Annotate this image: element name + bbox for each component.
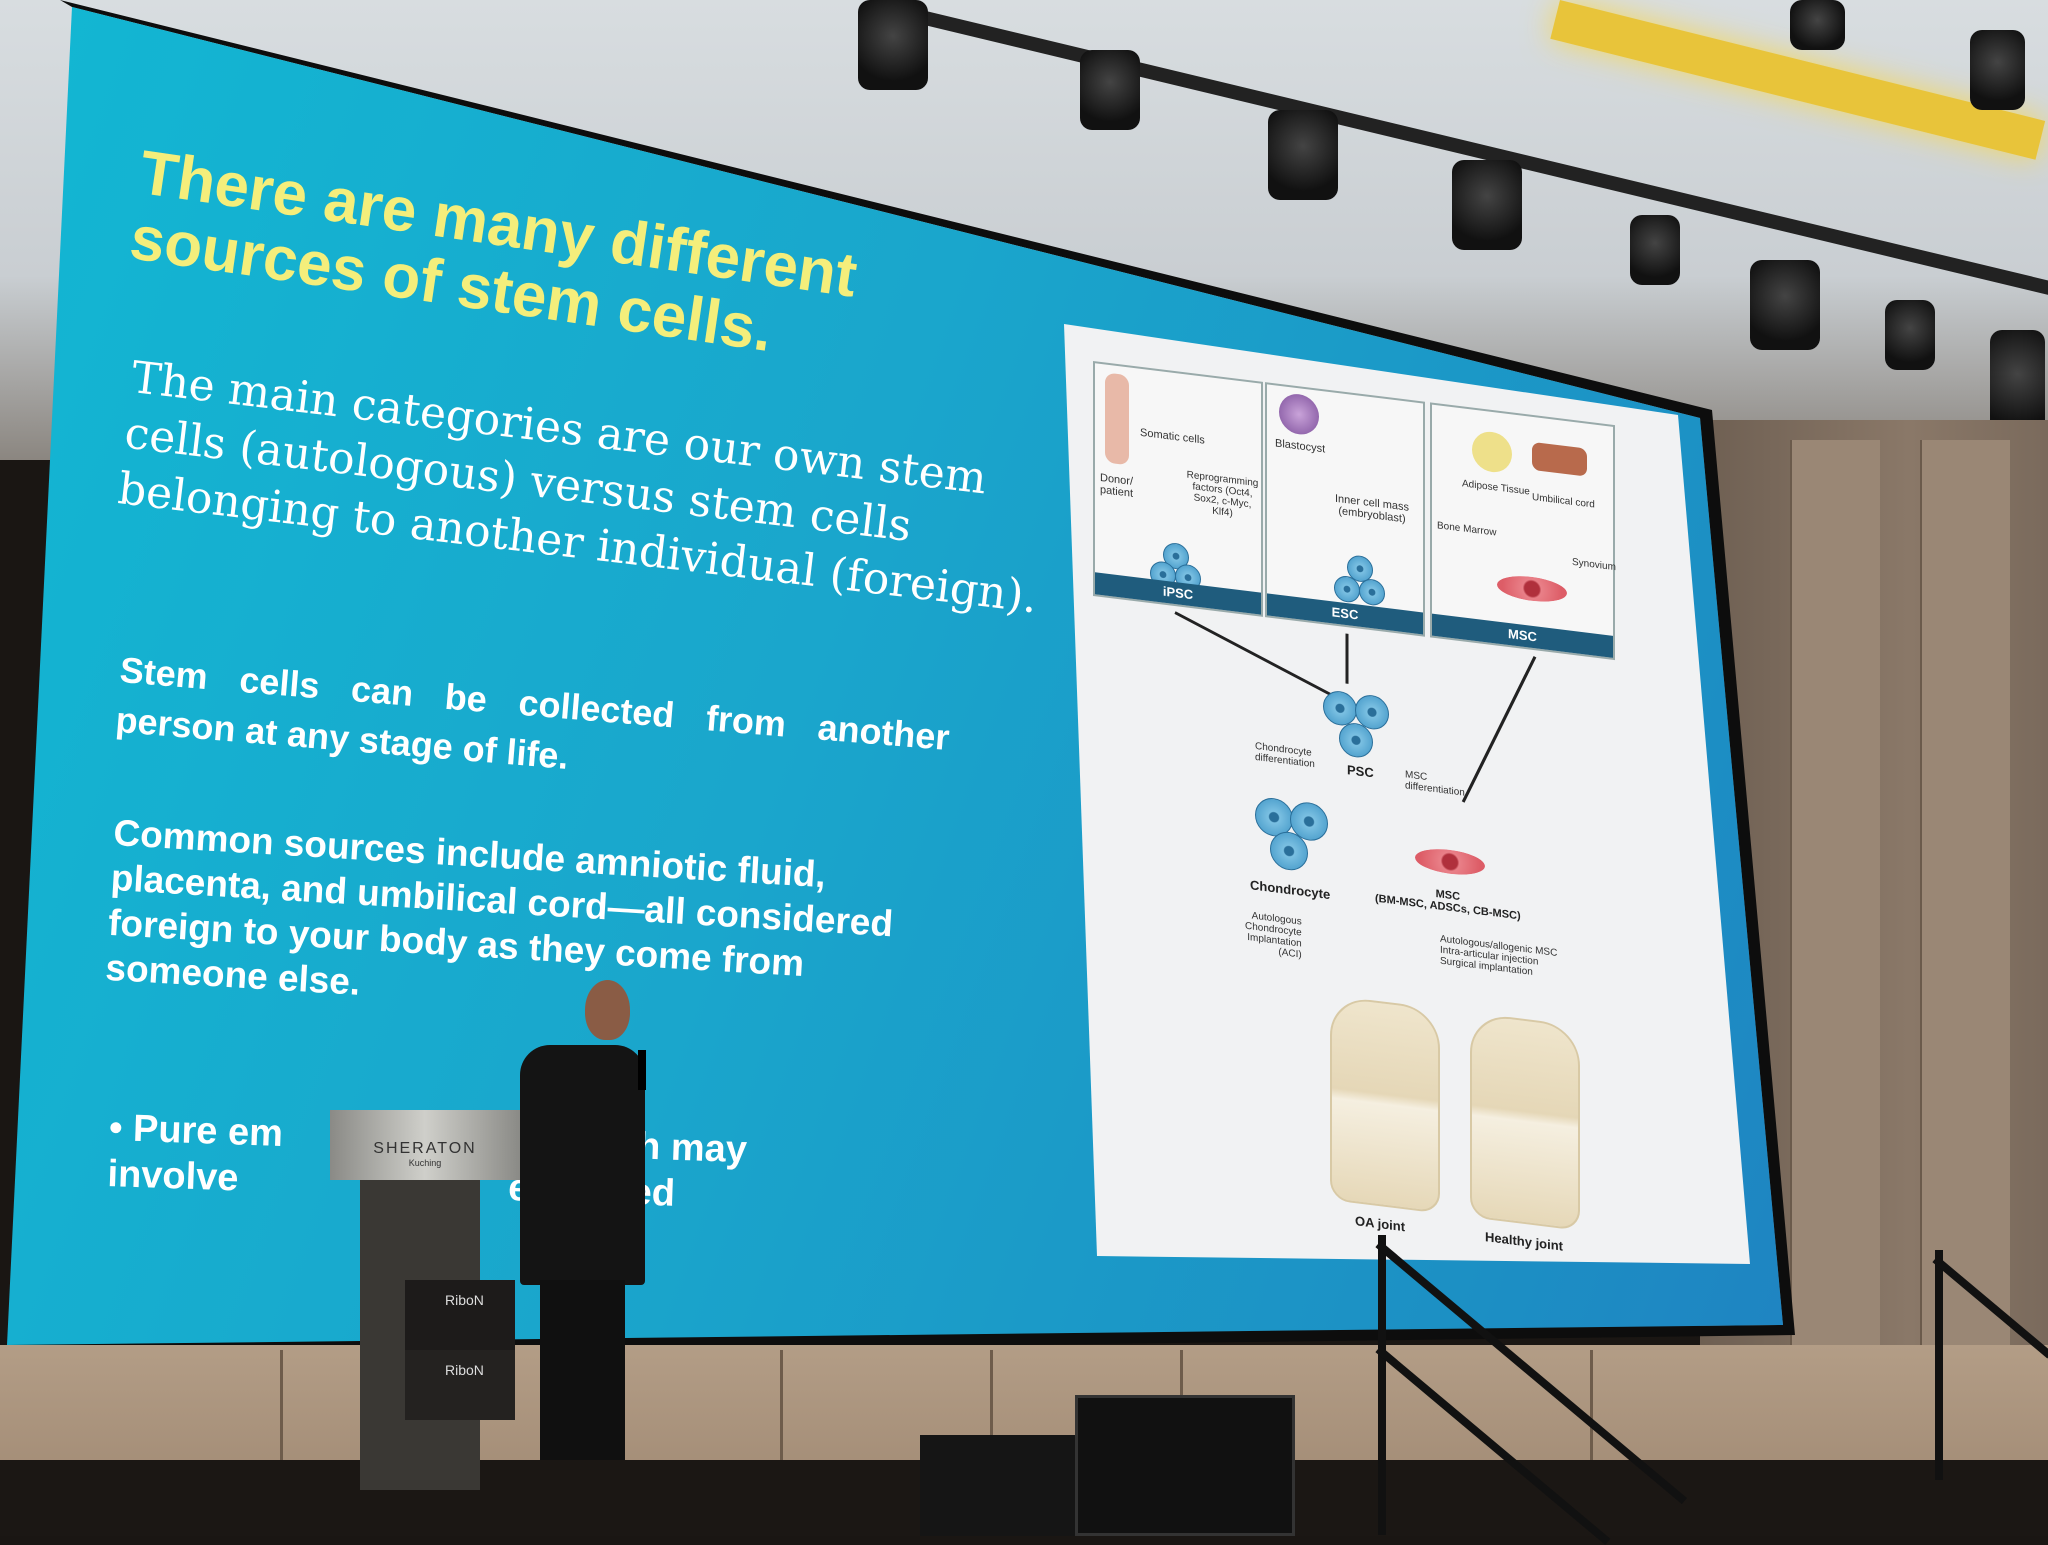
speaker-head [585,980,630,1040]
adipose-icon [1472,429,1512,475]
stage-monitor [1075,1395,1295,1536]
blastocyst-icon [1279,391,1319,437]
somatic-label: Somatic cells [1140,426,1205,447]
oa-joint-illustration [1330,995,1440,1214]
stage-light [1268,110,1338,200]
healthy-joint-illustration [1470,1012,1580,1231]
ipsc-panel: Somatic cells Donor/ patient Reprogrammi… [1093,360,1263,617]
speaker-trousers [540,1280,625,1460]
msc-cell-icon [1415,846,1485,879]
synovium-label: Synovium [1572,556,1616,574]
human-figure-icon [1105,372,1129,466]
stage-light [1790,0,1845,50]
slide-paragraph: The main categories are our own stem cel… [115,350,1054,626]
speaker [510,980,650,1460]
slide-paragraph: Stem cells can be collected from another… [114,645,952,813]
wall-panel [1790,440,1880,1440]
stage-light [1630,215,1680,285]
stage-light [1080,50,1140,130]
text-fragment: involve [106,1152,240,1200]
arrow [1174,611,1343,702]
product-box: RiboN [405,1280,515,1350]
donor-label: Donor/ patient [1100,471,1134,500]
umbilical-label: Umbilical cord [1532,491,1595,511]
chondro-diff-label: Chondrocyte differentiation [1255,740,1315,771]
arrow [1345,633,1349,684]
msc-panel: Adipose Tissue Umbilical cord Bone Marro… [1430,402,1616,661]
wall-panel [990,1350,993,1470]
stage-light [1970,30,2025,110]
stage-light [858,0,928,90]
msc-cell-icon [1497,573,1567,606]
wall-panel [780,1350,783,1470]
handrail-post [1378,1235,1386,1535]
wall-panel [280,1350,283,1470]
podium-location: Kuching [408,1158,442,1168]
oa-joint-label: OA joint [1355,1213,1406,1235]
msc-label: MSC [1432,613,1613,658]
slide-paragraph: Common sources include amniotic fluid, p… [104,810,897,1036]
handrail-post [1935,1250,1943,1480]
msc-diff-label: MSC differentiation [1405,769,1465,799]
stage-light [1885,300,1935,370]
umbilical-cord-icon [1532,441,1587,477]
esc-panel: Blastocyst Inner cell mass (embryoblast)… [1265,382,1425,637]
psc-label: PSC [1347,762,1374,781]
bone-marrow-label: Bone Marrow [1437,520,1497,539]
wall-panel [1590,1350,1593,1470]
microphone-icon [638,1050,646,1090]
podium-brand: SHERATON [373,1140,477,1157]
adipose-label: Adipose Tissue [1462,478,1530,498]
product-box: RiboN [405,1350,515,1420]
factors-label: Reprogramming factors (Oct4, Sox2, c-Myc… [1186,469,1259,520]
text-fragment: • Pure em [108,1106,284,1156]
stage-light [1452,160,1522,250]
chondrocyte-label: Chondrocyte [1250,877,1331,903]
msc-types-label: MSC(BM-MSC, ADSCs, CB-MSC) [1375,881,1521,922]
stage-light [1750,260,1820,350]
blastocyst-label: Blastocyst [1275,437,1326,456]
floor-speaker [920,1435,1095,1536]
psc-cluster-icon [1323,689,1357,728]
icm-label: Inner cell mass (embryoblast) [1335,492,1409,526]
speaker-jacket [520,1045,645,1285]
cell-icon [1359,577,1385,607]
healthy-joint-label: Healthy joint [1485,1229,1564,1254]
